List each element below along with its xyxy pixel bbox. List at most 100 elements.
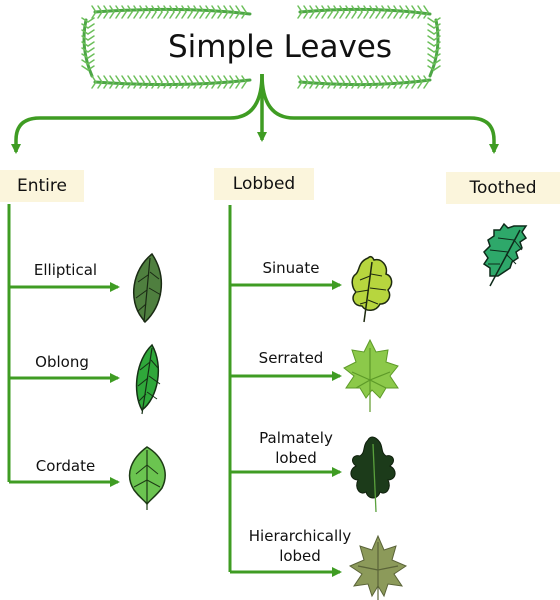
fern-leaflet — [223, 11, 229, 19]
fern-leaflet — [115, 81, 121, 89]
fern-leaflet — [351, 81, 357, 89]
fern-leaflet — [427, 17, 435, 23]
fern-leaflet — [121, 81, 127, 89]
fern-leaflet — [217, 11, 223, 19]
fern-leaflet — [369, 75, 375, 83]
fern-leaflet — [163, 11, 169, 19]
category-toothed-label: Toothed — [446, 172, 560, 204]
fern-leaflet — [297, 75, 303, 83]
fern-leaflet — [303, 75, 309, 83]
fern-leaflet — [229, 11, 235, 19]
fern-leaflet — [393, 11, 399, 19]
fern-leaflet — [81, 29, 89, 35]
fern-leaflet — [339, 11, 345, 19]
entire-branch-connectors — [7, 204, 120, 487]
fern-leaflet — [375, 81, 381, 89]
fern-leaflet — [97, 5, 103, 13]
fern-leaflet — [333, 81, 339, 89]
fern-leaflet — [87, 35, 95, 41]
fern-leaflet — [97, 75, 103, 83]
fern-leaflet — [181, 5, 187, 13]
oblong-leaf-icon — [135, 343, 161, 415]
leaf-label-serrated: Serrated — [258, 349, 324, 367]
fern-leaflet — [145, 11, 151, 19]
fern-leaflet — [375, 11, 381, 19]
fern-leaflet — [309, 11, 315, 19]
fern-leaflet — [411, 81, 417, 89]
fern-leaflet — [81, 17, 89, 23]
fern-leaflet — [127, 11, 133, 19]
leaf-label-oblong: Oblong — [35, 353, 89, 371]
fern-leaflet — [357, 75, 363, 83]
fern-leaflet — [181, 81, 187, 89]
fern-leaflet — [145, 81, 151, 89]
fern-leaflet — [405, 5, 411, 13]
fern-leaflet — [87, 47, 95, 53]
fern-leaflet — [321, 11, 327, 19]
fern-leaflet — [157, 75, 163, 83]
diagram-title: Simple Leaves — [167, 29, 393, 65]
fern-leaflet — [345, 11, 351, 19]
top-connectors — [11, 73, 499, 154]
fern-leaflet — [351, 5, 357, 13]
fern-leaflet — [199, 81, 205, 89]
fern-leaflet — [103, 5, 109, 13]
fern-leaflet — [145, 75, 151, 83]
fern-leaflet — [133, 75, 139, 83]
fern-leaflet — [139, 11, 145, 19]
fern-leaflet — [321, 75, 327, 83]
fern-leaflet — [417, 75, 423, 83]
fern-leaflet — [199, 11, 205, 19]
category-lobbed-label: Lobbed — [214, 168, 314, 200]
fern-leaflet — [181, 75, 187, 83]
palmately-lobed-leaf-icon — [350, 436, 396, 513]
fern-leaflet — [423, 11, 429, 19]
fern-leaflet — [309, 75, 315, 83]
fern-leaflet — [193, 81, 199, 89]
leaf-label-palmately-lobed: Palmately lobed — [259, 429, 333, 467]
fern-leaflet — [297, 81, 303, 89]
fern-leaflet — [127, 5, 133, 13]
leaf-label-elliptical: Elliptical — [33, 261, 98, 279]
fern-leaflet — [217, 75, 223, 83]
fern-leaflet — [387, 81, 393, 89]
fern-leaflet — [363, 5, 369, 13]
fern-leaflet — [345, 75, 351, 83]
fern-leaflet — [115, 11, 121, 19]
fern-leaflet — [427, 41, 435, 47]
fern-leaflet — [339, 5, 345, 13]
fern-leaflet — [427, 47, 435, 53]
fern-leaflet — [163, 81, 169, 89]
fern-leaflet — [241, 11, 247, 19]
fern-leaflet — [81, 47, 89, 53]
fern-leaflet — [327, 5, 333, 13]
fern-leaflet — [433, 17, 441, 23]
fern-leaflet — [417, 81, 423, 89]
fern-leaflet — [193, 11, 199, 19]
fern-leaflet — [169, 75, 175, 83]
fern-leaflet — [315, 11, 321, 19]
fern-leaflet — [357, 5, 363, 13]
fern-leaflet — [405, 11, 411, 19]
fern-leaflet — [223, 75, 229, 83]
fern-leaflet — [157, 81, 163, 89]
fern-leaflet — [133, 81, 139, 89]
fern-leaflet — [193, 5, 199, 13]
fern-leaflet — [115, 75, 121, 83]
fern-leaflet — [151, 75, 157, 83]
fern-leaflet — [315, 5, 321, 13]
fern-leaflet — [223, 81, 229, 89]
fern-leaflet — [151, 5, 157, 13]
fern-leaflet — [187, 75, 193, 83]
fern-leaflet — [187, 5, 193, 13]
fern-leaflet — [229, 5, 235, 13]
fern-leaflet — [339, 75, 345, 83]
leaf-label-sinuate: Sinuate — [262, 259, 320, 277]
fern-leaflet — [333, 11, 339, 19]
fern-leaflet — [163, 5, 169, 13]
fern-leaflet — [157, 5, 163, 13]
fern-leaflet — [175, 81, 181, 89]
fern-leaflet — [427, 35, 435, 41]
fern-leaflet — [327, 81, 333, 89]
fern-leaflet — [297, 5, 303, 13]
